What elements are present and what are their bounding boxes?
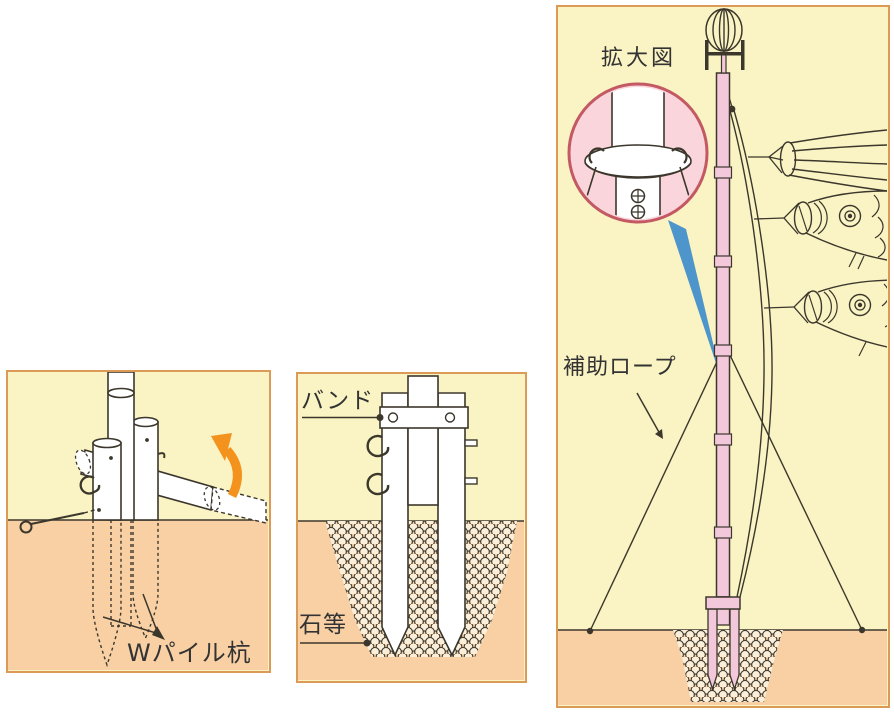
guy-ropes: [589, 350, 863, 632]
koinobori-streamer: [748, 129, 887, 192]
koinobori-carp-2: [763, 279, 887, 357]
pole-raising-illustration: [8, 372, 268, 670]
magnified-detail-circle: [567, 82, 709, 224]
rotation-arrow-icon: [211, 433, 242, 499]
panel-full-flagpole-view: [556, 5, 890, 708]
yaguruma-ornament-icon: [705, 8, 745, 70]
label-auxiliary-rope: 補助ロープ: [563, 355, 677, 380]
label-band: バンド: [301, 388, 375, 414]
band-leader-line: [302, 414, 384, 421]
gravel-stones: [325, 521, 517, 657]
aux-rope-leader-arrow: [636, 392, 663, 439]
panel-stake-ground-detail: [296, 372, 527, 683]
collar-hook-right-icon: [671, 147, 688, 164]
stones-leader-line: [300, 639, 371, 647]
screw-icon: [630, 188, 646, 219]
base-w-pile-assembly: [705, 596, 741, 692]
stake-hook-icon: [79, 475, 101, 495]
flagpole: [713, 52, 733, 598]
halyard-rope: [722, 76, 773, 598]
gravel-stones: [673, 630, 783, 702]
stake-tabs: [464, 439, 478, 485]
label-enlarged-view: 拡大図: [601, 46, 677, 71]
ground: [8, 519, 268, 670]
koinobori-carp-1: [753, 190, 887, 270]
rear-stake: [132, 416, 166, 521]
label-stones: 石等: [299, 612, 347, 638]
pointer-wedge: [668, 220, 722, 381]
stake-ground-illustration: [298, 375, 524, 680]
stake-hooks: [366, 434, 390, 496]
flagpole-overview-illustration: [558, 8, 887, 705]
flagpole-lower-section: [407, 375, 439, 506]
band: [379, 406, 469, 429]
w-pile-leader-arrows: [102, 593, 165, 640]
buried-pile-outlines: [92, 520, 159, 668]
anchor-points: [586, 626, 866, 635]
rope-hook-tool: [19, 508, 99, 534]
collar-hook-left-icon: [588, 147, 605, 164]
front-stake: [79, 437, 122, 521]
label-w-pile-stake: Wパイル杭: [127, 639, 252, 667]
w-pile-stakes: [381, 392, 466, 657]
panel-pole-raising-step: [6, 370, 271, 673]
